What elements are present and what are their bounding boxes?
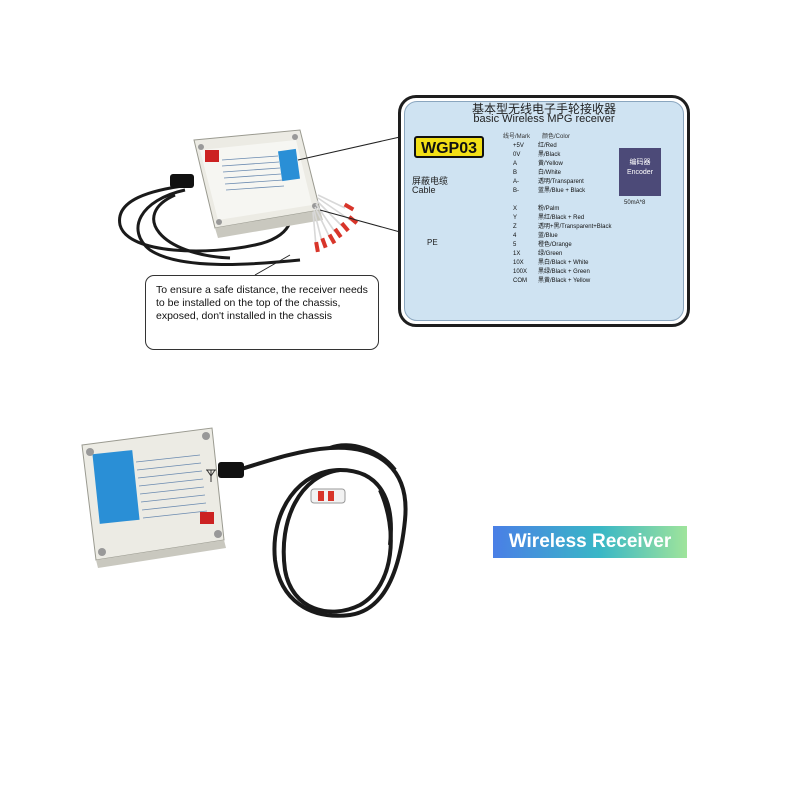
wire-mark: 5 bbox=[513, 242, 517, 248]
top-strain-relief bbox=[170, 174, 194, 188]
bottom-receiver-box bbox=[81, 427, 226, 568]
current-rating: 50mA*8 bbox=[624, 200, 646, 206]
pe-label: PE bbox=[427, 238, 438, 247]
mark-column-header: 线号/Mark bbox=[503, 134, 531, 140]
screw-icon bbox=[86, 448, 94, 456]
screw-icon bbox=[214, 530, 222, 538]
wire-mark: B bbox=[513, 170, 518, 176]
wire-mark: 4 bbox=[513, 233, 517, 239]
screw-icon bbox=[292, 134, 298, 140]
encoder-label-cn: 编码器 bbox=[629, 159, 651, 166]
wire-color: 黄/Yellow bbox=[538, 161, 563, 167]
wire-color: 黑黄/Black + Yellow bbox=[538, 278, 591, 284]
wire-bundle bbox=[312, 194, 359, 253]
wire-mark: 1X bbox=[513, 251, 521, 257]
encoder-block: 编码器 Encoder bbox=[619, 148, 661, 196]
top-receiver-box bbox=[193, 129, 323, 238]
label-title-cn: 基本型无线电子手轮接收器 bbox=[471, 102, 616, 116]
wire-color: 橙色/Orange bbox=[538, 242, 572, 248]
callout-lines bbox=[254, 136, 401, 276]
wire-color: 透明+黑/Transparent+Black bbox=[538, 224, 612, 230]
bottom-connector bbox=[310, 488, 346, 504]
wire-color: 透明/Transparent bbox=[538, 179, 584, 185]
wire-mark: 100X bbox=[513, 269, 528, 275]
bottom-strain-relief bbox=[218, 462, 244, 478]
screw-icon bbox=[198, 144, 204, 150]
wire-color: 黑/Black bbox=[538, 152, 561, 158]
wire-mark: COM bbox=[513, 278, 527, 284]
wire-color: 粉/Palm bbox=[538, 206, 560, 212]
wire-mark: A- bbox=[513, 179, 519, 185]
wire-color: 红/Red bbox=[538, 143, 557, 149]
wire-mark: B- bbox=[513, 188, 519, 194]
label-title-en: basic Wireless MPG receiver bbox=[473, 113, 615, 125]
top-cable-coil bbox=[118, 183, 301, 266]
wire-mark: X bbox=[513, 206, 518, 212]
wire-color: 黑白/Black + White bbox=[538, 260, 589, 266]
wire-color: 蓝黑/Blue + Black bbox=[538, 188, 586, 194]
wire-mark: 0V bbox=[513, 152, 521, 158]
wire-color: 黑绿/Black + Green bbox=[538, 269, 590, 275]
wire-color: 绿/Green bbox=[538, 251, 563, 257]
wire-color: 蓝/Blue bbox=[538, 233, 558, 239]
installation-note: To ensure a safe distance, the receiver … bbox=[145, 275, 379, 350]
wire-mark: 10X bbox=[513, 260, 524, 266]
screw-icon bbox=[202, 432, 210, 440]
wire-mark: Y bbox=[513, 215, 518, 221]
cable-label-en: Cable bbox=[412, 185, 436, 195]
wire-color: 黑红/Black + Red bbox=[538, 215, 585, 221]
model-badge: WGP03 bbox=[414, 136, 484, 158]
encoder-label-en: Encoder bbox=[626, 169, 654, 176]
bottom-cable-coil bbox=[231, 443, 408, 618]
wire-color: 白/White bbox=[538, 170, 562, 176]
product-tag: Wireless Receiver bbox=[493, 526, 687, 558]
wire-mark: +5V bbox=[513, 143, 524, 149]
antenna-icon bbox=[206, 469, 216, 482]
wire-mark: Z bbox=[513, 224, 517, 230]
screw-icon bbox=[98, 548, 106, 556]
screw-icon bbox=[216, 219, 222, 225]
color-column-header: 颜色/Color bbox=[542, 134, 571, 140]
cable-label-cn: 屏蔽电缆 bbox=[412, 176, 449, 186]
wire-mark: A bbox=[513, 161, 518, 167]
